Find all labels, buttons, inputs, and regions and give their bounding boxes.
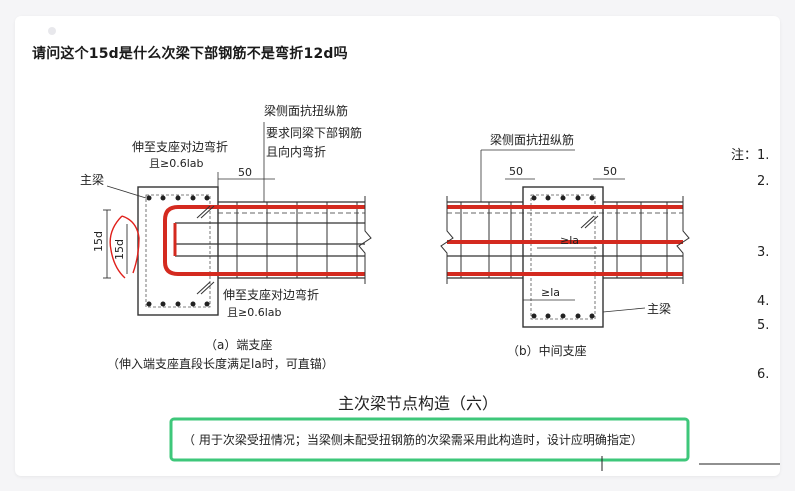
question-card: 请问这个15d是什么次梁下部钢筋不是弯折12d吗 <box>15 16 780 476</box>
label-main-beam-right: 主梁 <box>647 301 671 316</box>
left-sub-note: （伸入端支座直段长度满足la时，可直锚） <box>107 356 334 371</box>
label-req-2: 且向内弯折 <box>266 144 326 159</box>
figure-note: （ 用于次梁受扭情况；当梁侧未配受扭钢筋的次梁需采用此构造时，设计应明确指定） <box>183 432 643 447</box>
svg-text:6.: 6. <box>757 367 769 382</box>
label-extend-bot-1: 伸至支座对边弯折 <box>223 287 319 302</box>
label-side-bar-right: 梁侧面抗扭纵筋 <box>490 132 574 147</box>
dim-la-top: ≥la <box>560 234 579 247</box>
bottom-rebar-left <box>163 205 365 276</box>
label-extend-bot-2: 且≥0.6lab <box>227 306 282 319</box>
dim-50-right-a: 50 <box>509 165 523 178</box>
handwritten-annotation <box>109 215 140 279</box>
avatar-dot <box>48 27 56 35</box>
notes-heading: 注： <box>731 148 757 163</box>
svg-text:5.: 5. <box>757 318 769 333</box>
svg-text:3.: 3. <box>757 245 769 260</box>
question-title: 请问这个15d是什么次梁下部钢筋不是弯折12d吗 <box>32 46 348 62</box>
dim-la-bot: ≥la <box>541 286 560 299</box>
label-extend-top-2: 且≥0.6lab <box>149 157 204 170</box>
dim-15d-inner: 15d <box>113 239 126 260</box>
notes-column: 注： 1. 2. 3. 4. 5. 6. <box>731 148 769 382</box>
highlight-box <box>169 417 690 462</box>
svg-text:4.: 4. <box>757 294 769 309</box>
right-sub-caption: （b）中间支座 <box>507 343 587 358</box>
label-extend-top-1: 伸至支座对边弯折 <box>132 139 228 154</box>
label-side-bar-left: 梁侧面抗扭纵筋 <box>264 103 348 118</box>
figure-title: 主次梁节点构造（六） <box>338 394 498 413</box>
svg-text:2.: 2. <box>757 174 769 189</box>
left-detail: 15d 15d 主梁 伸至支座对边弯折 且≥0.6lab 梁侧面抗扭纵筋 要求同… <box>80 103 372 371</box>
dim-50-left: 50 <box>238 166 252 179</box>
right-detail: 梁侧面抗扭纵筋 50 50 ≥la ≥la 主梁 （b）中间支座 <box>440 132 690 358</box>
svg-text:1.: 1. <box>757 148 769 163</box>
left-sub-caption: （a）端支座 <box>205 337 272 352</box>
detail-drawing: 15d 15d 主梁 伸至支座对边弯折 且≥0.6lab 梁侧面抗扭纵筋 要求同… <box>80 103 780 471</box>
dim-50-right-b: 50 <box>603 165 617 178</box>
label-main-beam-left: 主梁 <box>80 172 104 187</box>
label-req-1: 要求同梁下部钢筋 <box>266 125 362 140</box>
main-beam-section-right <box>522 186 604 328</box>
dim-15d-outer: 15d <box>92 231 105 252</box>
